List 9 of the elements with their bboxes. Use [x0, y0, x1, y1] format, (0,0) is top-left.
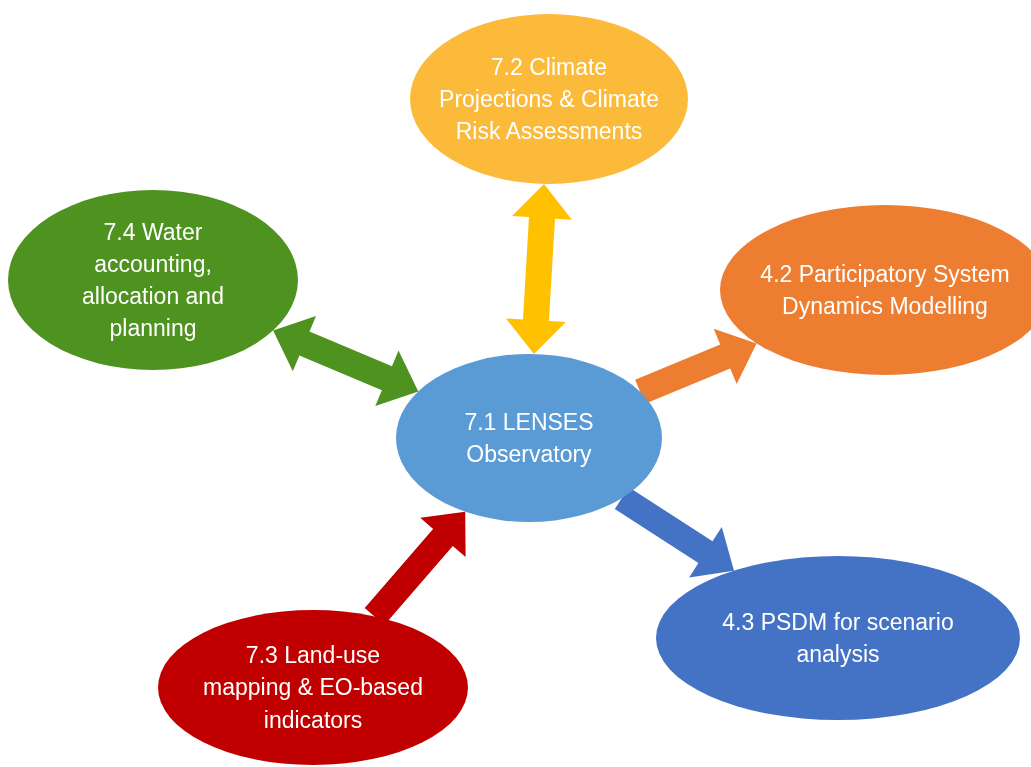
block-arrow: [273, 316, 419, 406]
node-label: 7.2 Climate Projections & Climate Risk Assessments: [438, 52, 660, 147]
block-arrow: [506, 183, 572, 355]
node-label: 7.4 Water accounting, allocation and planning: [81, 217, 225, 344]
node-label: 7.1 LENSES Observatory: [463, 407, 595, 469]
node-label: 4.2 Participatory System Dynamics Modelling: [760, 259, 1010, 321]
node-label: 4.3 PSDM for scenario analysis: [721, 607, 955, 669]
node-label: 7.3 Land-use mapping & EO-based indicators: [203, 641, 423, 735]
block-arrow: [635, 328, 757, 404]
